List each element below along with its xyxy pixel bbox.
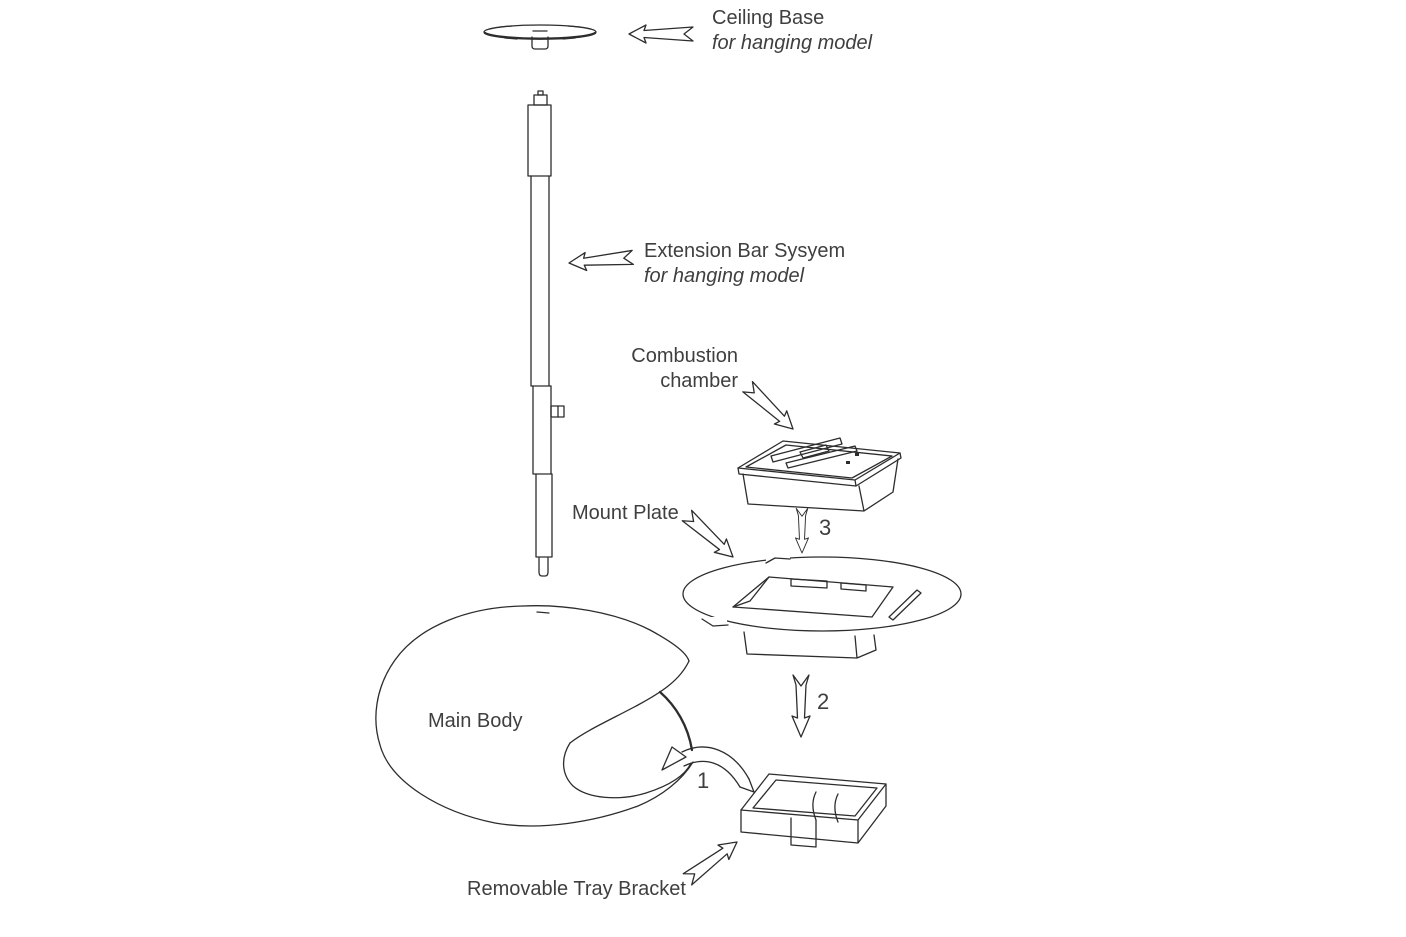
step-3-down-arrow (795, 507, 809, 554)
removable-tray-bracket-drawing (740, 773, 887, 848)
step-2-number: 2 (817, 689, 830, 714)
tray-bracket-pointer-arrow (682, 841, 738, 886)
step-3-number: 3 (819, 515, 832, 540)
mount-plate-label: Mount Plate (572, 502, 679, 524)
extension-bar-title: Extension Bar Sysyem (644, 240, 846, 262)
mount-plate-pointer-arrow (681, 509, 734, 558)
extension-bar-pointer-arrow (568, 249, 635, 272)
extension-bar-label: Extension Bar Sysyem for hanging model (644, 239, 845, 289)
ceiling-base-pointer-arrow (628, 24, 694, 44)
combustion-chamber-drawing (737, 437, 902, 512)
combustion-chamber-line2: chamber (660, 370, 738, 392)
main-body-drawing (375, 605, 694, 827)
ceiling-base-subtitle: for hanging model (712, 32, 873, 54)
main-body-label: Main Body (428, 710, 523, 732)
mount-plate-drawing (682, 555, 962, 659)
ceiling-base-label: Ceiling Base for hanging model (712, 6, 872, 56)
extension-bar-subtitle: for hanging model (644, 265, 805, 287)
step-1-number: 1 (697, 768, 710, 793)
extension-bar-drawing (527, 90, 565, 577)
step-1-curved-arrow (661, 746, 755, 793)
combustion-chamber-line1: Combustion (631, 345, 738, 367)
ceiling-base-drawing (483, 24, 597, 50)
ceiling-base-title: Ceiling Base (712, 7, 825, 29)
step-2-down-arrow (791, 674, 811, 738)
combustion-chamber-pointer-arrow (742, 380, 794, 430)
removable-tray-bracket-label: Removable Tray Bracket (467, 878, 686, 900)
combustion-chamber-label: Combustion chamber (628, 344, 738, 394)
